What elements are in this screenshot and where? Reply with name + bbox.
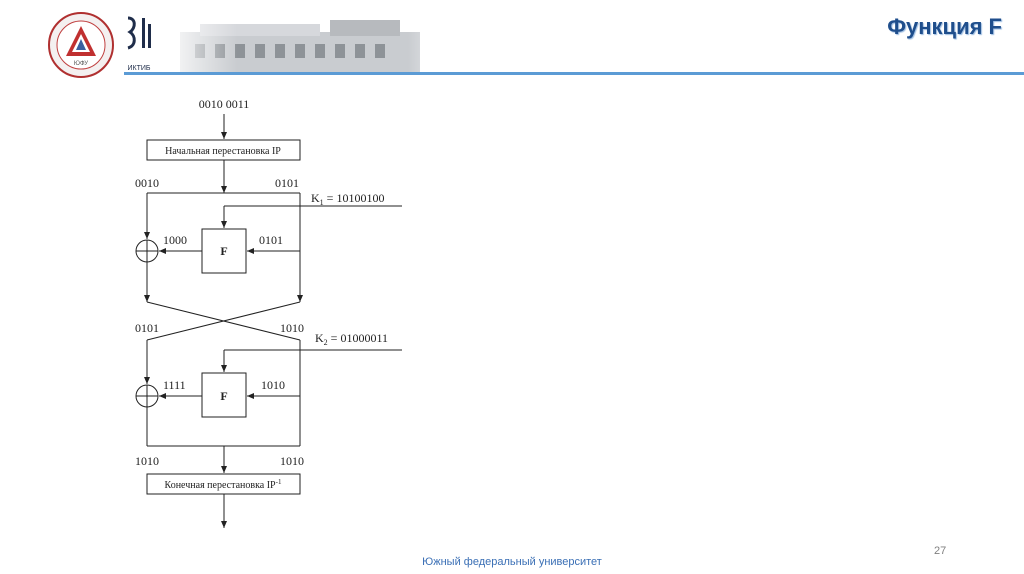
round1-right-input: 0101 [275,176,299,190]
slide-title: Функция F [887,14,1002,40]
round2-f-label: F [220,389,227,403]
round1-f-output: 1000 [163,233,187,247]
round1-f-label: F [220,244,227,258]
round1-left-input: 0010 [135,176,159,190]
ictis-logo-text: ИКТИБ [127,65,150,72]
output-left-bits: 1010 [135,454,159,468]
final-permutation-label: Конечная перестановка IP-1 [165,478,282,491]
output-right-bits: 1010 [280,454,304,468]
round2-right-input: 1010 [280,321,304,335]
sdes-feistel-diagram: 0010 0011 Начальная перестановка IP 0010… [125,92,415,532]
round2-f-output: 1111 [163,378,186,392]
round2-f-input: 1010 [261,378,285,392]
round1-key: K1 = 10100100 [311,191,384,207]
round2-left-input: 0101 [135,321,159,335]
header-divider [124,72,1024,75]
ictis-logo: ИКТИБ [124,14,154,76]
initial-permutation-label: Начальная перестановка IP [165,146,281,157]
footer-university: Южный федеральный университет [0,556,1024,568]
sfu-logo-text: ЮФУ [74,61,88,67]
round1-f-input: 0101 [259,233,283,247]
slide-header: ЮФУ ИКТИБ Функция F [0,0,1024,80]
university-building-image [160,18,470,72]
input-bits: 0010 0011 [199,97,250,111]
round2-key: K2 = 01000011 [315,331,388,347]
sfu-logo: ЮФУ [46,10,116,80]
